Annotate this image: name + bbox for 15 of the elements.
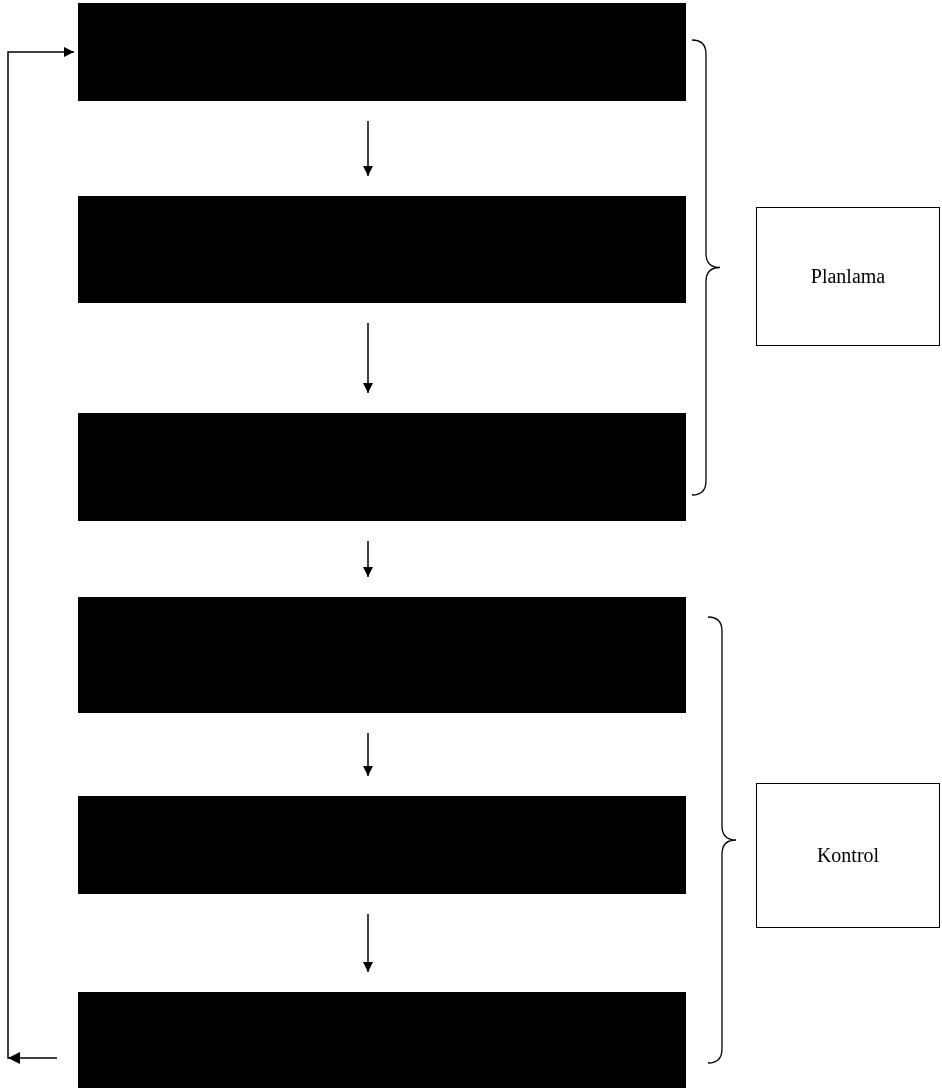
arrow [363, 322, 373, 394]
arrow [363, 540, 373, 578]
filled-box [78, 796, 686, 894]
label-box [756, 207, 940, 346]
filled-box [78, 992, 686, 1088]
arrow [363, 120, 373, 177]
filled-box [78, 196, 686, 303]
filled-box [78, 597, 686, 713]
arrow [363, 913, 373, 973]
box-label: Planlama [810, 265, 886, 288]
box-label: Kontrol [816, 844, 880, 867]
filled-box [78, 413, 686, 521]
label-box [756, 783, 940, 928]
filled-box [78, 3, 686, 101]
arrow [363, 732, 373, 777]
